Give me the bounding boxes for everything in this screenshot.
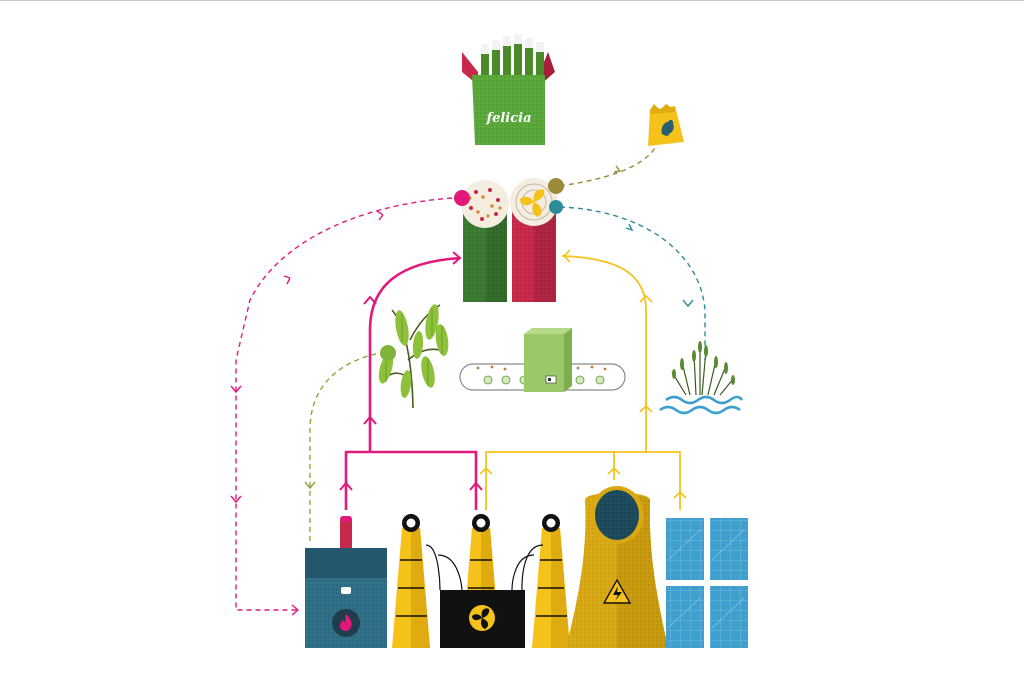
yellow-solid-flow xyxy=(485,255,681,510)
solar-panel-icon xyxy=(666,518,748,648)
chimney-icon xyxy=(392,514,430,648)
pasta-box-icon: felicia xyxy=(462,34,555,145)
red-pasta-roll-icon xyxy=(510,178,558,302)
pet-food-bag-icon xyxy=(648,104,684,146)
olive-dashed-flow xyxy=(559,147,656,187)
flame-icon xyxy=(340,614,352,631)
green-pasta-roll-icon xyxy=(461,180,509,302)
legume-plant-icon xyxy=(378,304,449,409)
top-border xyxy=(0,0,1024,1)
olive-node xyxy=(548,178,564,194)
cooling-tower-icon xyxy=(566,486,668,654)
fan-icon xyxy=(472,608,490,629)
high-voltage-icon xyxy=(602,578,632,604)
black-factory-icon xyxy=(425,544,544,654)
boiler-icon xyxy=(305,516,387,654)
green-dashed-flow xyxy=(309,351,386,545)
fan-icon xyxy=(520,189,545,217)
conveyor-machine-icon xyxy=(459,328,626,392)
teal-dashed-flow xyxy=(559,206,706,360)
teal-node xyxy=(549,200,563,214)
magenta-dashed-flow xyxy=(235,197,453,611)
box-brand-label: felicia xyxy=(485,111,531,126)
chimney-icon xyxy=(532,514,570,648)
magenta-node xyxy=(454,190,470,206)
water-plant-icon xyxy=(659,341,744,415)
magenta-solid-flow xyxy=(344,256,478,510)
